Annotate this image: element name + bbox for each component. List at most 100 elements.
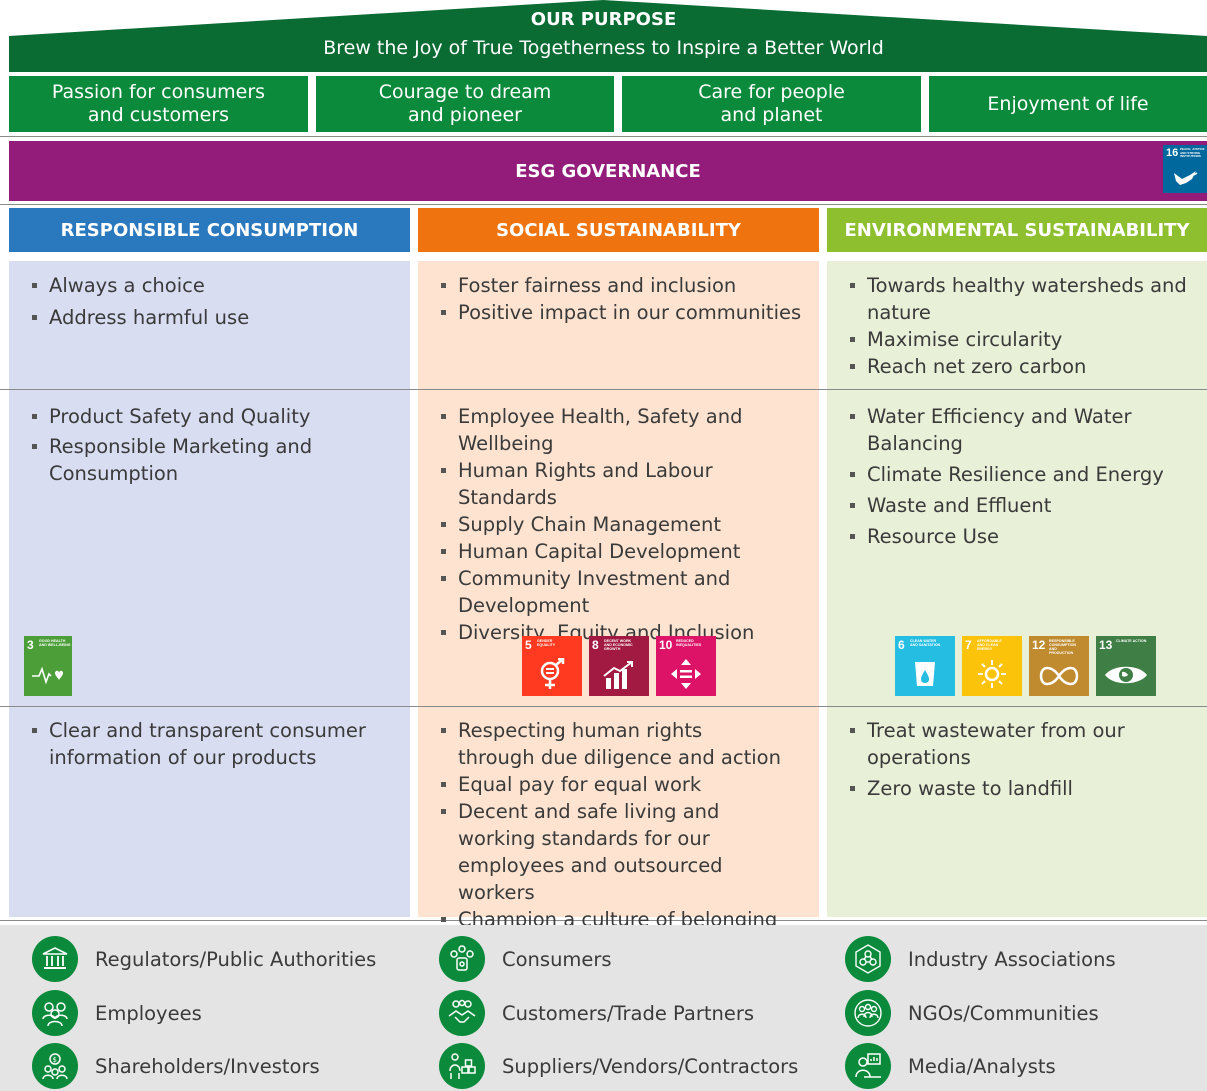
handshake-icon: [439, 990, 485, 1036]
list-item: Positive impact in our communities: [441, 299, 811, 326]
stakeholder-label: Shareholders/Investors: [95, 1054, 320, 1078]
sdg-title: PEACE, JUSTICE AND STRONG INSTITUTIONS: [1180, 147, 1205, 158]
value-enjoyment: Enjoyment of life: [929, 76, 1207, 132]
stakeholder-shareholders: $ Shareholders/Investors: [32, 1043, 320, 1089]
sdg-10-tile: 10 REDUCED INEQUALITIES: [656, 636, 716, 696]
list-item: Treat wastewater from our operations: [850, 717, 1140, 771]
sun-icon: [978, 660, 1006, 688]
sdg-number: 5: [525, 638, 532, 652]
sdg-title: GENDER EQUALITY: [537, 639, 556, 647]
column-responsible-consumption: [9, 261, 410, 917]
stakeholder-label: NGOs/Communities: [908, 1001, 1099, 1025]
community-icon: [845, 990, 891, 1036]
list-item: Zero waste to landfill: [850, 775, 1195, 802]
pillar-header-social-sustainability: SOCIAL SUSTAINABILITY: [418, 208, 819, 252]
sdg-title: GOOD HEALTH AND WELL-BEING: [39, 639, 71, 647]
infinity-icon: [1039, 666, 1079, 686]
list-item: Water Efficiency and Water Balancing: [850, 403, 1170, 457]
topics-list-social: Employee Health, Safety and Wellbeing Hu…: [441, 403, 811, 646]
value-line: Care for people: [698, 81, 845, 103]
list-item: Climate Resilience and Energy: [850, 461, 1195, 488]
sdg-6-tile: 6 CLEAN WATER AND SANITATION: [895, 636, 955, 696]
list-item: Responsible Marketing and Consumption: [32, 433, 362, 487]
heartbeat-icon: [32, 666, 63, 685]
topics-list-environmental: Water Efficiency and Water Balancing Cli…: [850, 403, 1195, 550]
pillar-header-responsible-consumption: RESPONSIBLE CONSUMPTION: [9, 208, 410, 252]
supplier-icon: [439, 1043, 485, 1089]
sdg-title: CLIMATE ACTION: [1116, 639, 1147, 643]
sdg-7-tile: 7 AFFORDABLE AND CLEAN ENERGY: [962, 636, 1022, 696]
sdg-8-tile: 8 DECENT WORK AND ECONOMIC GROWTH: [589, 636, 649, 696]
sdg-title: RESPONSIBLE CONSUMPTION AND PRODUCTION: [1049, 639, 1076, 655]
list-item: Supply Chain Management: [441, 511, 811, 538]
stakeholder-label: Media/Analysts: [908, 1054, 1056, 1078]
stakeholder-label: Regulators/Public Authorities: [95, 947, 377, 971]
commitments-list-environmental: Treat wastewater from our operations Zer…: [850, 717, 1195, 802]
list-item: Towards healthy watersheds and nature: [850, 272, 1195, 326]
sdg-16-tile: 16 PEACE, JUSTICE AND STRONG INSTITUTION…: [1163, 145, 1207, 193]
network-icon: [845, 936, 891, 982]
stakeholder-label: Employees: [95, 1001, 202, 1025]
stakeholder-ngos-communities: NGOs/Communities: [845, 990, 1099, 1036]
value-line: and customers: [87, 104, 230, 126]
media-icon: [845, 1043, 891, 1089]
purpose-statement: Brew the Joy of True Togetherness to Ins…: [323, 37, 884, 59]
list-item: Human Capital Development: [441, 538, 811, 565]
sdg-number: 3: [27, 638, 34, 652]
sdg-number: 8: [592, 638, 599, 652]
sdg-12-tile: 12 RESPONSIBLE CONSUMPTION AND PRODUCTIO…: [1029, 636, 1089, 696]
stakeholder-label: Consumers: [502, 947, 612, 971]
list-item: Respecting human rights through due dili…: [441, 717, 781, 771]
government-building-icon: [32, 936, 78, 982]
stakeholder-suppliers: Suppliers/Vendors/Contractors: [439, 1043, 798, 1089]
sdg-3-tile: 3 GOOD HEALTH AND WELL-BEING: [24, 636, 72, 696]
eye-globe-icon: [1105, 666, 1147, 684]
ambitions-list-responsible: Always a choice Address harmful use: [32, 272, 392, 331]
pillar-title: RESPONSIBLE CONSUMPTION: [60, 219, 359, 241]
equality-arrows-icon: [671, 659, 701, 689]
sdg-5-tile: 5 GENDER EQUALITY: [522, 636, 582, 696]
purpose-banner: [9, 0, 1207, 72]
pillar-header-environmental-sustainability: ENVIRONMENTAL SUSTAINABILITY: [827, 208, 1207, 252]
sdg-number: 6: [898, 638, 905, 652]
stakeholder-regulators: Regulators/Public Authorities: [32, 936, 376, 982]
water-drop-icon: [915, 662, 935, 686]
sdg-13-tile: 13 CLIMATE ACTION: [1096, 636, 1156, 696]
divider: [0, 389, 1207, 390]
sdg-title: REDUCED INEQUALITIES: [676, 639, 702, 647]
esg-governance-bar: ESG GOVERNANCE: [9, 141, 1207, 201]
list-item: Address harmful use: [32, 304, 392, 331]
value-line: Courage to dream: [378, 81, 552, 103]
sdg-number: 12: [1032, 638, 1046, 652]
dove-icon: [1174, 171, 1198, 185]
stakeholder-consumers: Consumers: [439, 936, 612, 982]
esg-governance-label: ESG GOVERNANCE: [515, 160, 701, 182]
value-line: Passion for consumers: [51, 81, 266, 103]
sdg-title: DECENT WORK AND ECONOMIC GROWTH: [604, 639, 633, 651]
investor-icon: $: [32, 1043, 78, 1089]
stakeholder-customers: Customers/Trade Partners: [439, 990, 754, 1036]
list-item: Employee Health, Safety and Wellbeing: [441, 403, 761, 457]
growth-chart-icon: [603, 661, 633, 689]
svg-text:$: $: [53, 1056, 57, 1064]
list-item: Decent and safe living and working stand…: [441, 798, 796, 906]
stakeholder-label: Industry Associations: [908, 947, 1116, 971]
stakeholder-industry-associations: Industry Associations: [845, 936, 1116, 982]
topics-list-responsible: Product Safety and Quality Responsible M…: [32, 403, 362, 487]
stakeholders-band: [0, 925, 1207, 1091]
list-item: Equal pay for equal work: [441, 771, 811, 798]
stakeholder-employees: Employees: [32, 990, 202, 1036]
value-line: and planet: [720, 104, 823, 126]
ambitions-list-environmental: Towards healthy watersheds and nature Ma…: [850, 272, 1195, 380]
list-item: Resource Use: [850, 523, 1195, 550]
value-line: and pioneer: [408, 104, 522, 126]
list-item: Waste and Effluent: [850, 492, 1195, 519]
list-item: Always a choice: [32, 272, 392, 299]
divider: [0, 136, 1207, 137]
commitments-list-responsible: Clear and transparent consumer informati…: [32, 717, 377, 771]
sdg-title: AFFORDABLE AND CLEAN ENERGY: [977, 639, 1002, 651]
column-environmental-sustainability: [827, 261, 1207, 917]
pillar-title: ENVIRONMENTAL SUSTAINABILITY: [844, 219, 1190, 241]
list-item: Human Rights and Labour Standards: [441, 457, 811, 511]
